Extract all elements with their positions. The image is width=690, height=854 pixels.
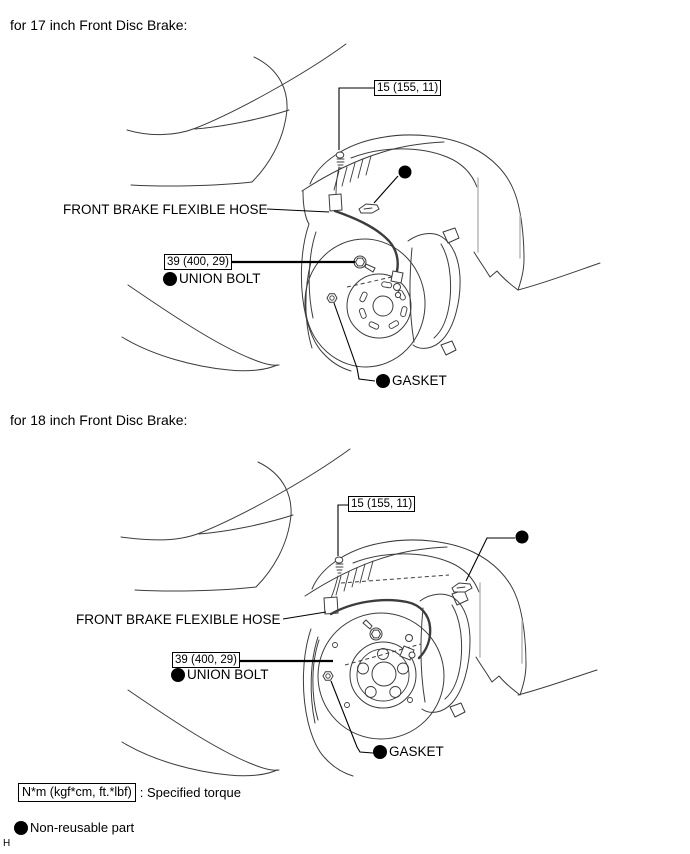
label-gasket-17: GASKET bbox=[376, 373, 447, 388]
shield-bolt-holes bbox=[333, 643, 413, 708]
non-reusable-marker-clip-18 bbox=[515, 530, 529, 544]
car-body-outline bbox=[122, 44, 600, 371]
flexible-hose bbox=[324, 576, 430, 660]
dust-shield bbox=[303, 629, 353, 776]
dust-shield bbox=[301, 191, 351, 371]
torque-symbol-box: N*m (kgf*cm, ft.*lbf) bbox=[18, 783, 136, 802]
non-reusable-part-icon bbox=[373, 744, 387, 759]
legend-torque: N*m (kgf*cm, ft.*lbf) : Specified torque bbox=[18, 783, 241, 802]
page-marker: H bbox=[3, 838, 11, 849]
liner-rib-hatching bbox=[336, 561, 373, 595]
union-bolt-part bbox=[363, 620, 382, 640]
hose-bracket-bolt bbox=[335, 557, 343, 573]
non-reusable-part-icon bbox=[163, 271, 177, 286]
torque-symbol-meaning: : Specified torque bbox=[139, 785, 241, 800]
leader-lines-18 bbox=[235, 505, 515, 753]
non-reusable-label-text: Non-reusable part bbox=[30, 820, 135, 835]
fender-liner bbox=[312, 540, 526, 695]
gasket-nut bbox=[323, 672, 333, 681]
hose-bracket-bolt bbox=[336, 152, 344, 168]
leader-lines-17 bbox=[226, 88, 398, 381]
brake-caliper bbox=[408, 228, 460, 355]
torque-label-union-bolt-18: 39 (400, 29) bbox=[172, 652, 241, 668]
non-reusable-part-icon bbox=[376, 373, 390, 388]
diagram-17-inch bbox=[122, 44, 600, 381]
label-flexible-hose-17: FRONT BRAKE FLEXIBLE HOSE bbox=[63, 202, 268, 217]
union-bolt-label-text: UNION BOLT bbox=[187, 667, 269, 682]
section-title-17-inch: for 17 inch Front Disc Brake: bbox=[10, 17, 188, 33]
banjo-fitting bbox=[391, 271, 403, 283]
diagram-18-inch bbox=[121, 449, 597, 776]
car-body-outline bbox=[121, 449, 597, 776]
label-flexible-hose-18: FRONT BRAKE FLEXIBLE HOSE bbox=[76, 612, 281, 627]
torque-label-hose-bracket-17: 15 (155, 11) bbox=[374, 80, 442, 96]
legend-non-reusable: Non-reusable part bbox=[14, 820, 134, 835]
brake-disc bbox=[300, 234, 431, 372]
non-reusable-marker-clip-17 bbox=[398, 165, 412, 179]
label-union-bolt-17: UNION BOLT bbox=[163, 271, 261, 286]
label-gasket-18: GASKET bbox=[373, 744, 444, 759]
label-union-bolt-18: UNION BOLT bbox=[171, 667, 269, 682]
non-reusable-part-icon bbox=[171, 667, 185, 682]
hose-clip bbox=[359, 204, 379, 213]
hidden-routing-dashed-line bbox=[341, 575, 449, 583]
gasket-label-text: GASKET bbox=[392, 373, 447, 388]
hidden-pipe-dashed-line bbox=[347, 277, 392, 287]
union-bolt-label-text: UNION BOLT bbox=[179, 271, 261, 286]
torque-label-hose-bracket-18: 15 (155, 11) bbox=[348, 496, 416, 512]
brake-caliper bbox=[420, 590, 470, 717]
lug-holes bbox=[358, 649, 409, 698]
union-bolt-part bbox=[354, 256, 375, 272]
section-title-18-inch: for 18 inch Front Disc Brake: bbox=[10, 412, 188, 428]
hose-clip bbox=[452, 583, 472, 592]
torque-label-union-bolt-17: 39 (400, 29) bbox=[164, 254, 233, 270]
gasket-nut bbox=[327, 294, 337, 303]
non-reusable-part-icon bbox=[14, 820, 28, 835]
flexible-hose bbox=[329, 167, 403, 298]
gasket-label-text: GASKET bbox=[389, 744, 444, 759]
liner-rib-hatching bbox=[334, 156, 371, 190]
